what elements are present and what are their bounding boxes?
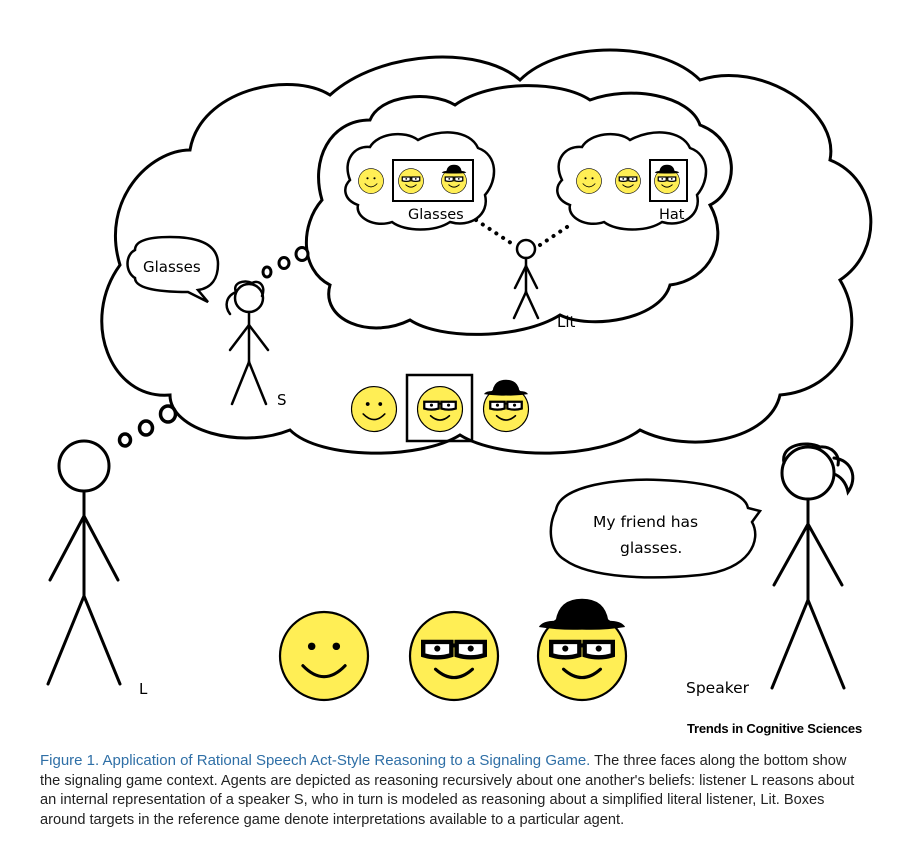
plain-face-icon [359,169,384,194]
glasses-face-icon [418,387,463,432]
lit-label: Lit [557,313,576,331]
plain-face-icon [577,169,602,194]
speaker-stick-figure [770,442,855,690]
listener-thought-bubbles [117,404,178,448]
inner-right-label: Hat [659,207,685,223]
s-stick-figure [225,280,270,406]
s-speech-text: Glasses [143,258,201,276]
glasses-face-icon [616,169,641,194]
figure-caption: Figure 1. Application of Rational Speech… [40,751,865,830]
caption-body: The three faces along the bottom show th… [40,753,855,828]
interpretation-box [392,159,474,202]
lit-stick-figure [512,238,540,320]
hat-face-icon [538,599,626,700]
journal-name: Trends in Cognitive Sciences [686,721,862,736]
listener-label: L [139,680,148,698]
plain-face-icon [352,387,397,432]
speaker-label: Speaker [686,679,750,697]
thought-dots [474,218,516,247]
interpretation-box [649,159,688,202]
glasses-face-icon [399,169,424,194]
s-thought-bubbles [261,246,310,279]
plain-face-icon [280,612,368,700]
caption-title: Figure 1. Application of Rational Speech… [40,752,591,769]
signaling-game-figure: Glasses Hat Lit Glasses S [46,48,873,730]
s-label: S [277,391,287,409]
s-speech-bubble [126,235,220,304]
thought-dots [538,223,572,247]
speaker-speech-line2: glasses. [620,539,682,557]
listener-l-stick-figure [46,439,122,686]
interpretation-box [405,373,474,443]
inner-left-label: Glasses [408,207,464,223]
speaker-speech-line1: My friend has [593,513,698,531]
glasses-face-icon [410,612,498,700]
speaker-speech-bubble [549,478,763,579]
